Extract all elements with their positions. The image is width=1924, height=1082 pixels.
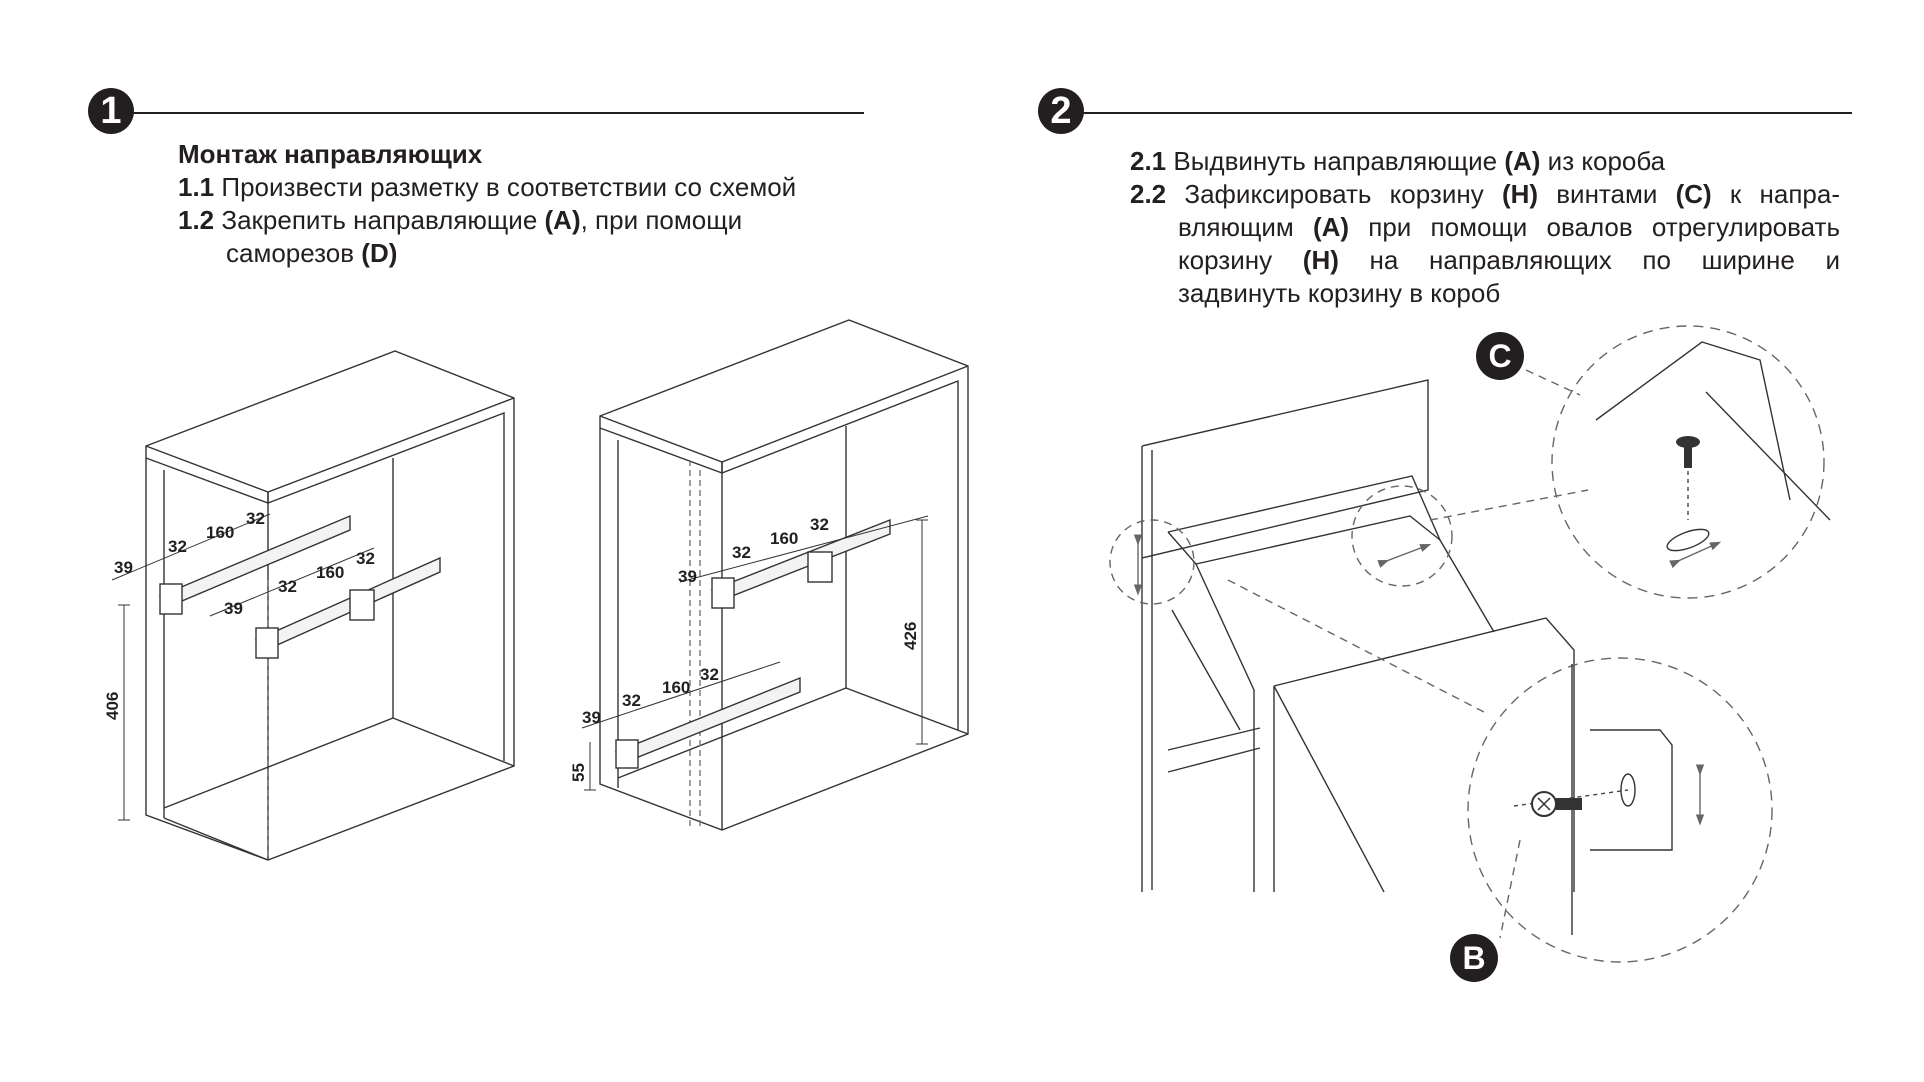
step-2-2-line-3: корзину (H) на направляющих по ширине и [1130,244,1840,277]
cabinet-middle-dimensions: 39 32 160 32 39 32 160 32 426 55 [569,515,920,782]
dim-mid-lower-39: 39 [582,708,601,727]
dim-left-lower-39: 39 [224,599,243,618]
dim-mid-height-426: 426 [901,622,920,650]
step-1-2-text-line2: саморезов [226,238,362,268]
step-1-number: 1 [100,90,122,132]
basket-assembly-drawing [1109,325,1831,963]
ref-a: (A) [544,205,581,235]
dim-mid-height-55: 55 [569,763,588,782]
dim-mid-upper-32b: 32 [810,515,829,534]
callout-b-label: B [1450,934,1498,982]
screw-b-icon [1531,791,1582,817]
callout-c-letter: C [1488,338,1511,374]
step-2-2-line-2: вляющим (A) при помощи овалов отрегулиро… [1130,211,1840,244]
step-2-2-line-4: задвинуть корзину в короб [1130,277,1840,310]
step-2-1-line: 2.1 Выдвинуть направляющие (A) из короба [1130,145,1840,178]
dim-mid-upper-32a: 32 [732,543,751,562]
step-2-2-l3-post: на направляющих по ширине и [1338,245,1840,275]
step-1-rule [132,112,864,114]
step-2-1-text-post: из короба [1540,146,1666,176]
step-2-instructions: 2.1 Выдвинуть направляющие (A) из короба… [1130,145,1840,310]
screw-c-icon [1676,436,1700,468]
ref-c: (C) [1675,179,1712,209]
callout-b-letter: B [1462,940,1485,976]
dim-mid-upper-160: 160 [770,529,798,548]
step-2-2-l3-pre: корзину [1178,245,1303,275]
dim-left-upper-160: 160 [206,523,234,542]
step-2-2-l1-pre: Зафиксировать корзину [1184,179,1502,209]
dim-left-lower-32a: 32 [278,577,297,596]
ref-a: (A) [1504,146,1541,176]
step-2-2-line-1: 2.2 Зафиксировать корзину (H) винтами (C… [1130,178,1840,211]
ref-d: (D) [361,238,398,268]
step-1-1-line: 1.1 Произвести разметку в соответствии с… [178,171,898,204]
dim-mid-upper-39: 39 [678,567,697,586]
step-2-2-l1-mid: винтами [1538,179,1676,209]
cabinet-left-drawing [111,350,515,861]
step-2-2-l2-pre: вляющим [1178,212,1313,242]
step-2-badge: 2 [1038,88,1084,134]
step-1-1-text: Произвести разметку в соответствии со сх… [221,172,797,202]
dim-left-lower-160: 160 [316,563,344,582]
dim-left-upper-32a: 32 [168,537,187,556]
step-1-2-line-2: саморезов (D) [178,237,898,270]
cabinet-left-dimensions: 39 32 160 32 39 32 160 32 406 [103,509,375,720]
step-1-2-text-post: , при помощи [580,205,743,235]
step-1-instructions: Монтаж направляющих 1.1 Произвести разме… [178,138,898,270]
step-1-heading: Монтаж направляющих [178,139,483,169]
dim-left-upper-32b: 32 [246,509,265,528]
step-2-2-l1-post: к напра- [1711,179,1840,209]
dim-left-height-406: 406 [103,692,122,720]
step-2-number: 2 [1050,90,1072,132]
step-2-2-l4: задвинуть корзину в короб [1178,278,1501,308]
ref-h: (H) [1302,245,1339,275]
step-2-1-text-pre: Выдвинуть направляющие [1173,146,1505,176]
step-1-2-line: 1.2 Закрепить направляющие (A), при помо… [178,204,898,237]
dim-left-lower-32b: 32 [356,549,375,568]
dim-mid-lower-32b: 32 [700,665,719,684]
step-2-2-l2-post: при помощи овалов отрегулировать [1349,212,1841,242]
step-2-1-number: 2.1 [1130,146,1167,176]
dim-left-upper-39: 39 [114,558,133,577]
step-2-2-number: 2.2 [1130,179,1167,209]
ref-a: (A) [1312,212,1350,242]
dim-mid-lower-160: 160 [662,678,690,697]
dim-mid-lower-32a: 32 [622,691,641,710]
callout-c-label: C [1476,332,1524,380]
step-2-rule [1082,112,1852,114]
cabinet-middle-drawing [581,319,969,831]
step-1-2-number: 1.2 [178,205,215,235]
step-1-1-number: 1.1 [178,172,215,202]
step-1-2-text-pre: Закрепить направляющие [221,205,545,235]
ref-h: (H) [1501,179,1539,209]
step-1-badge: 1 [88,88,134,134]
